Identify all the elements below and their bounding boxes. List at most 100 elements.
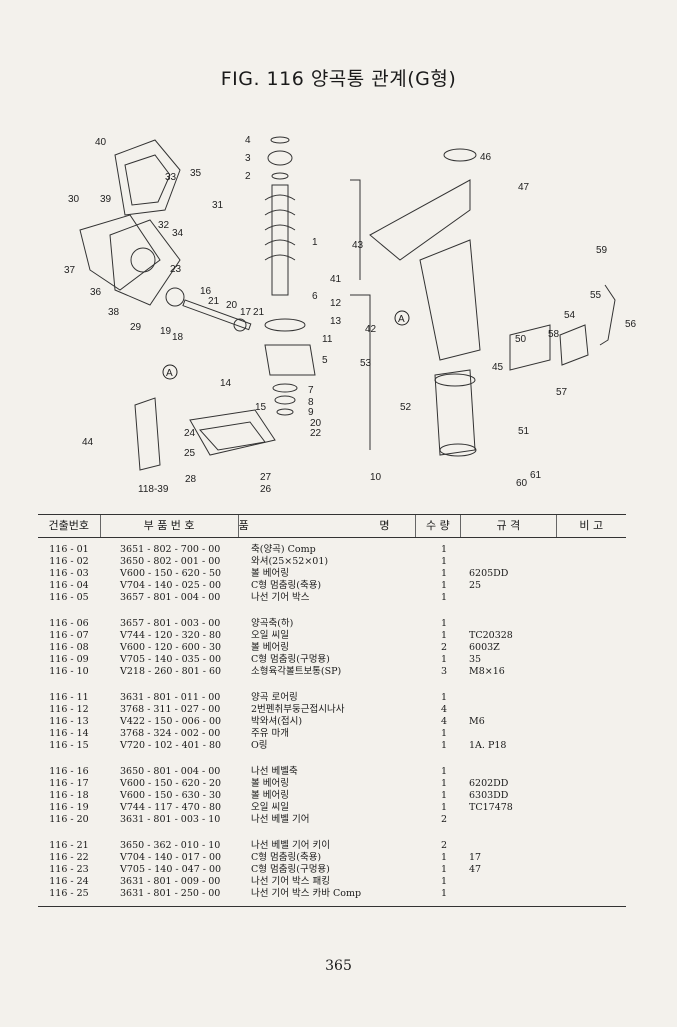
cell-qty: 2 <box>440 840 447 851</box>
svg-text:44: 44 <box>82 437 94 448</box>
cell-spec <box>461 840 556 852</box>
svg-text:42: 42 <box>365 324 377 335</box>
cell-part: V218 - 260 - 801 - 60 <box>120 666 222 677</box>
cell-spec <box>461 692 556 704</box>
svg-text:46: 46 <box>480 152 492 163</box>
cell-remarks <box>556 642 626 654</box>
cell-remarks <box>556 666 626 678</box>
bevel-shaft-shape <box>182 299 252 331</box>
svg-text:56: 56 <box>625 319 637 330</box>
cell-part: V705 - 140 - 035 - 00 <box>120 654 222 665</box>
cell-qty: 3 <box>440 666 447 677</box>
svg-text:6: 6 <box>312 291 318 302</box>
cell-name: 축(양곡) Comp <box>251 544 316 555</box>
cell-no: 116 - 13 <box>49 716 89 727</box>
svg-text:54: 54 <box>564 310 576 321</box>
cell-spec: 35 <box>469 654 482 665</box>
cell-spec <box>461 592 556 604</box>
cell-no: 116 - 24 <box>49 876 89 887</box>
svg-text:7: 7 <box>308 385 314 396</box>
cell-part: 3650 - 362 - 010 - 10 <box>120 840 221 851</box>
cell-part: 3650 - 801 - 004 - 00 <box>120 766 221 777</box>
cell-spec: 1A. P18 <box>469 740 507 751</box>
cell-qty: 1 <box>440 802 447 813</box>
cell-qty: 1 <box>440 864 447 875</box>
cell-remarks <box>556 704 626 716</box>
cell-spec <box>461 556 556 568</box>
auger-tube-shape <box>419 239 481 361</box>
cell-no: 116 - 17 <box>49 778 89 789</box>
svg-text:31: 31 <box>212 200 224 211</box>
cell-name: C형 멈춤링(구멍용) <box>251 864 330 875</box>
cell-spec <box>461 618 556 630</box>
cell-spec: 6202DD <box>469 778 509 789</box>
cell-part: V422 - 150 - 006 - 00 <box>120 716 222 727</box>
cell-remarks <box>556 630 626 642</box>
table-header: 건출번호 부 품 번 호 품 명 수 량 규 격 비 고 <box>38 514 626 538</box>
cell-qty: 1 <box>440 888 447 899</box>
cell-name: 오일 씨일 <box>251 802 289 813</box>
cell-part: V704 - 140 - 025 - 00 <box>120 580 222 591</box>
bracket-shape <box>509 324 551 371</box>
svg-text:51: 51 <box>518 426 530 437</box>
cell-remarks <box>556 840 626 852</box>
cell-remarks <box>556 728 626 740</box>
cell-spec <box>461 704 556 716</box>
cell-no: 116 - 23 <box>49 864 89 875</box>
cell-qty: 1 <box>440 592 447 603</box>
cell-no: 116 - 07 <box>49 630 89 641</box>
spiral-gearbox-shape <box>264 344 316 376</box>
auger-housing-shape <box>369 179 471 261</box>
cell-no: 116 - 11 <box>49 692 89 703</box>
svg-text:50: 50 <box>515 334 527 345</box>
cell-no: 116 - 16 <box>49 766 89 777</box>
cell-part: 3631 - 801 - 003 - 10 <box>120 814 221 825</box>
svg-text:36: 36 <box>90 287 102 298</box>
cell-remarks <box>556 716 626 728</box>
svg-text:15: 15 <box>255 402 267 413</box>
svg-text:20: 20 <box>226 300 238 311</box>
svg-text:45: 45 <box>492 362 504 373</box>
cell-name: 주유 마개 <box>251 728 289 739</box>
svg-text:25: 25 <box>184 448 196 459</box>
svg-text:4: 4 <box>245 135 251 146</box>
svg-text:28: 28 <box>185 474 197 485</box>
cell-name: 볼 베어링 <box>251 778 289 789</box>
svg-text:32: 32 <box>158 220 170 231</box>
cell-no: 116 - 04 <box>49 580 89 591</box>
col-header-ref-no: 건출번호 <box>38 515 101 537</box>
cell-name: 2번펜취부둥근접시나사 <box>251 704 345 715</box>
cell-part: 3631 - 801 - 250 - 00 <box>120 888 221 899</box>
cell-name: 나선 기어 박스 <box>251 592 310 603</box>
svg-text:22: 22 <box>310 428 322 439</box>
cell-remarks <box>556 852 626 864</box>
cell-no: 116 - 03 <box>49 568 89 579</box>
svg-text:47: 47 <box>518 182 530 193</box>
svg-text:37: 37 <box>64 265 76 276</box>
cell-no: 116 - 05 <box>49 592 89 603</box>
cell-part: 3657 - 801 - 003 - 00 <box>120 618 221 629</box>
cell-part: V600 - 120 - 600 - 30 <box>120 642 222 653</box>
cell-no: 116 - 06 <box>49 618 89 629</box>
page-title: FIG. 116 양곡통 관계(G형) <box>220 68 457 90</box>
cell-spec: M6 <box>469 716 485 727</box>
cell-name: 나선 기어 박스 카바 Comp <box>251 888 362 899</box>
cell-part: 3631 - 801 - 011 - 00 <box>120 692 221 703</box>
cell-part: V600 - 150 - 620 - 20 <box>120 778 222 789</box>
svg-text:59: 59 <box>596 245 608 256</box>
cell-no: 116 - 15 <box>49 740 89 751</box>
cell-remarks <box>556 790 626 802</box>
cell-remarks <box>556 876 626 888</box>
cell-remarks <box>556 802 626 814</box>
svg-text:58: 58 <box>548 329 560 340</box>
